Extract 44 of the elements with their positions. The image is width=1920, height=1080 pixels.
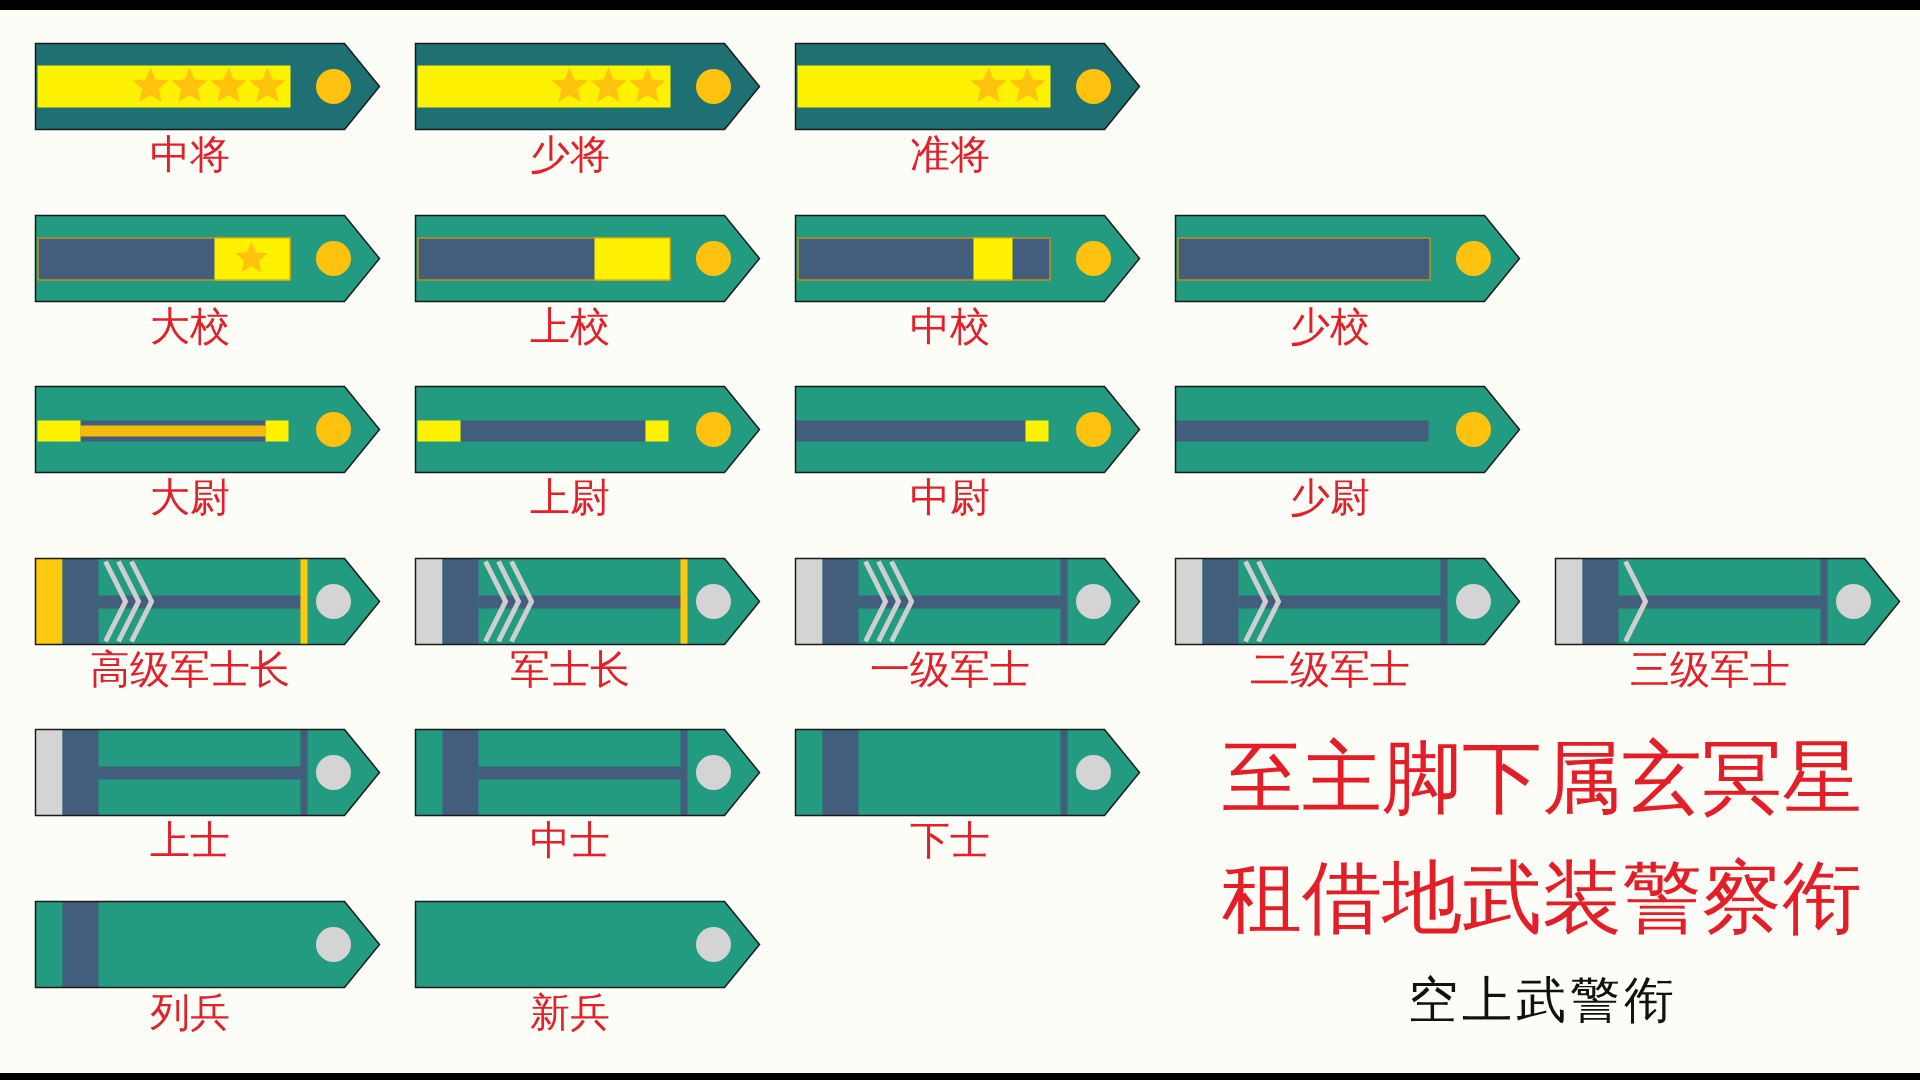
- subtitle-text: 空上武警衔: [1408, 970, 1678, 1030]
- shoulder-board: [413, 556, 761, 646]
- shoulder-board: [793, 727, 1141, 817]
- shoulder-board: [793, 41, 1141, 131]
- rank-caption: 少校: [1290, 303, 1370, 349]
- rank-caption: 准将: [910, 131, 990, 177]
- rank-caption: 二级军士: [1250, 646, 1410, 692]
- shoulder-board: [1553, 556, 1901, 646]
- rank-caption: 军士长: [510, 646, 630, 692]
- rank-caption: 中校: [910, 303, 990, 349]
- shoulder-board: [793, 384, 1141, 474]
- rank-caption: 少尉: [1290, 474, 1370, 520]
- shoulder-board: [33, 41, 381, 131]
- rank-caption: 高级军士长: [90, 646, 290, 692]
- rank-caption: 一级军士: [870, 646, 1030, 692]
- rank-caption: 中尉: [910, 474, 990, 520]
- shoulder-board: [793, 213, 1141, 303]
- rank-caption: 新兵: [530, 989, 610, 1035]
- shoulder-board: [1173, 556, 1521, 646]
- shoulder-board: [33, 384, 381, 474]
- rank-caption: 列兵: [150, 989, 230, 1035]
- shoulder-board: [793, 556, 1141, 646]
- rank-caption: 上尉: [530, 474, 610, 520]
- shoulder-board: [1173, 213, 1521, 303]
- shoulder-board: [413, 384, 761, 474]
- rank-caption: 三级军士: [1630, 646, 1790, 692]
- rank-caption: 上士: [150, 817, 230, 863]
- shoulder-board: [33, 727, 381, 817]
- shoulder-board: [33, 556, 381, 646]
- shoulder-board: [33, 899, 381, 989]
- shoulder-board: [413, 727, 761, 817]
- shoulder-board: [1173, 384, 1521, 474]
- shoulder-board: [33, 213, 381, 303]
- rank-caption: 大尉: [150, 474, 230, 520]
- rank-caption: 中士: [530, 817, 610, 863]
- rank-caption: 中将: [150, 131, 230, 177]
- shoulder-board: [413, 41, 761, 131]
- rank-caption: 少将: [530, 131, 610, 177]
- shoulder-board: [413, 213, 761, 303]
- rank-caption: 上校: [530, 303, 610, 349]
- rank-caption: 下士: [910, 817, 990, 863]
- rank-caption: 大校: [150, 303, 230, 349]
- shoulder-board: [413, 899, 761, 989]
- title: 至主脚下属玄冥星租借地武装警察衔: [1222, 730, 1863, 946]
